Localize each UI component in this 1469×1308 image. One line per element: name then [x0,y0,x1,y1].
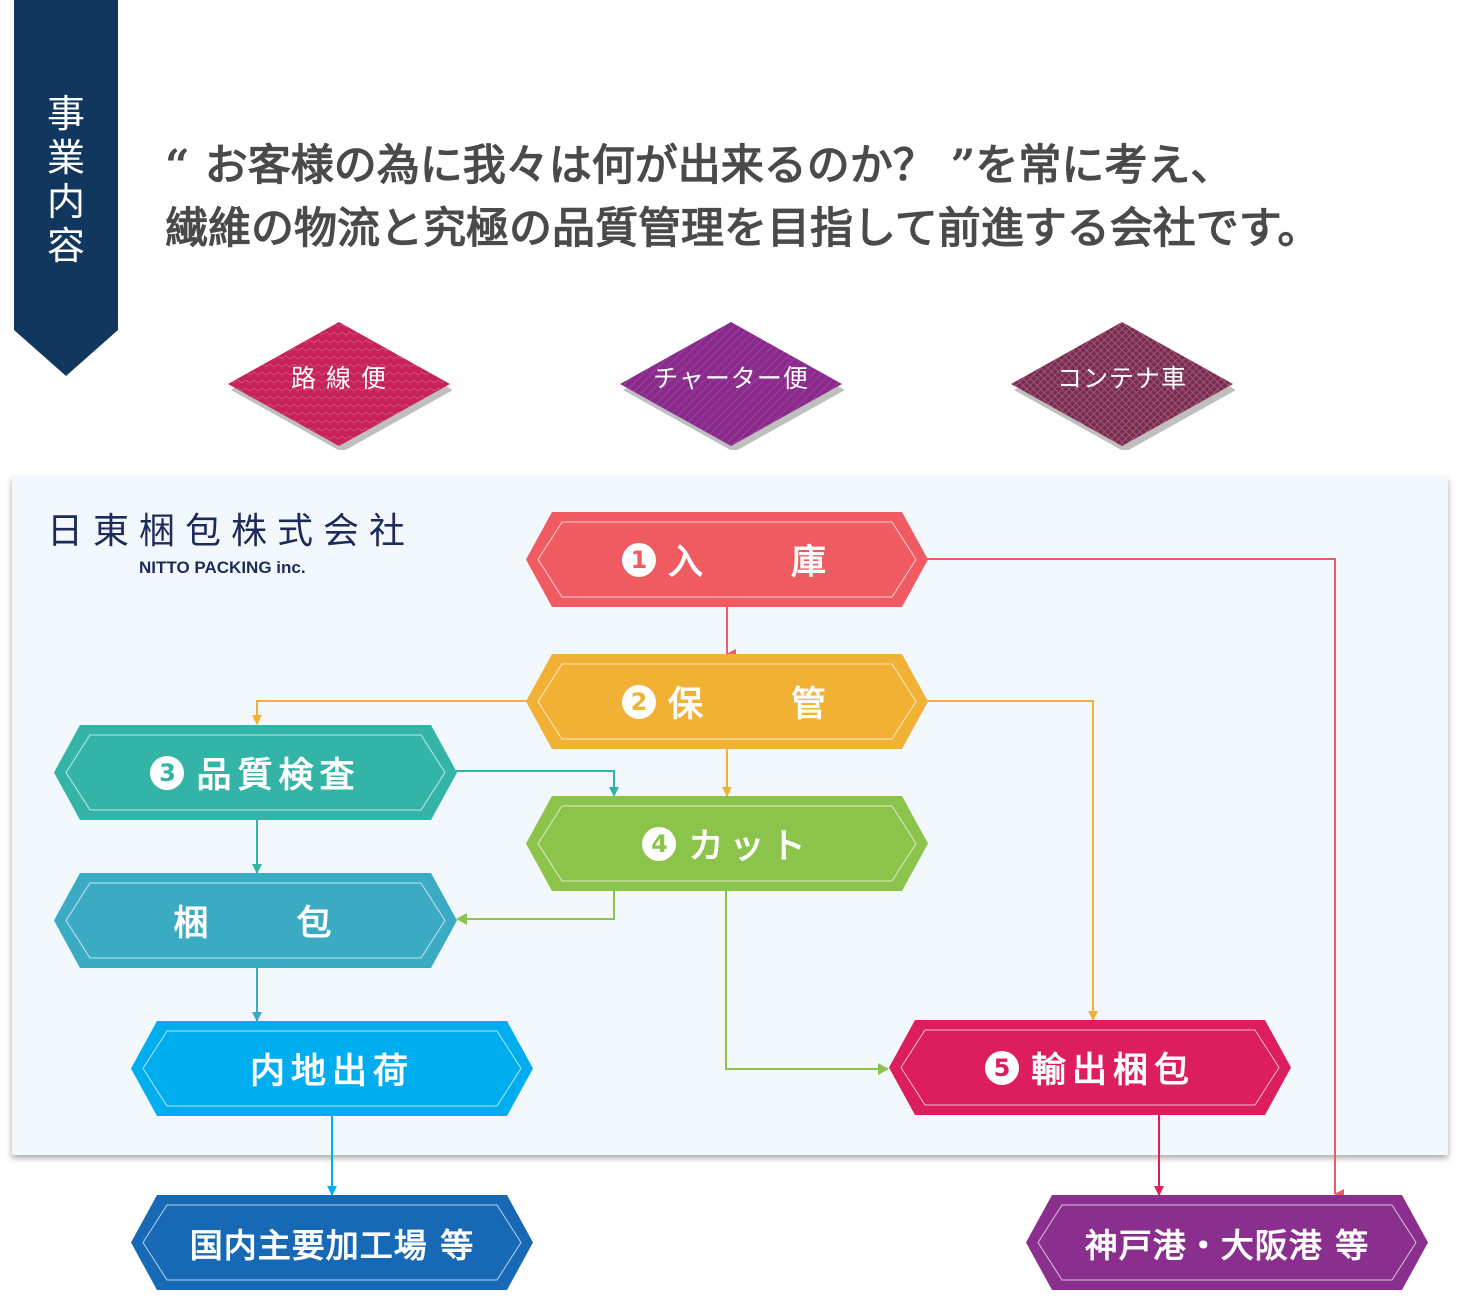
transport-route-delivery: 路 線 便 [226,322,452,450]
node-content: 神戸港・大阪港 等 [1085,1219,1370,1267]
section-ribbon: 事業内容 [14,0,118,376]
node-content: 5 輸出梱包 [984,1042,1195,1093]
arrow-receiving-to-ports [926,558,1344,1199]
headline-line-1: “ お客様の為に我々は何が出来るのか？ ”を常に考え、 [165,141,1234,191]
node-content: 2 保 管 [621,676,832,727]
node-content: 国内主要加工場 等 [190,1219,475,1267]
destination-ports: 神戸港・大阪港 等 [1026,1195,1428,1290]
headline-line-2: 繊維の物流と究極の品質管理を目指して前進する会社です。 [165,204,1321,254]
hexagon-shape [1026,1195,1428,1290]
arrow-inspection-to-cutting [456,770,619,797]
step-number-badge: 5 [984,1050,1019,1085]
section-title: 事業内容 [14,92,118,268]
hexagon-shape [54,725,457,820]
step-export-packing: 5 輸出梱包 [889,1020,1291,1115]
node-content: 内地出荷 [250,1043,414,1094]
step-inspection: 3 品質検査 [54,725,457,820]
transport-charter: チャーター便 [618,322,844,450]
node-content: 1 入 庫 [621,534,832,585]
node-label: 保 管 [667,685,832,725]
arrowhead-cutting-to-export [878,1063,889,1075]
company-name-en: NITTO PACKING inc. [139,558,306,577]
arrow-storage-to-inspection [252,700,528,725]
step-number-badge: 1 [621,542,656,577]
arrow-storage-to-export [926,700,1098,1021]
hexagon-shape [526,796,928,891]
section-title-char: 業 [46,136,85,180]
node-label: カット [688,827,812,867]
step-cutting: 4 カット [526,796,928,891]
section-title-char: 事 [46,92,85,136]
step-number-badge: 3 [150,755,185,790]
transport-container: コンテナ車 [1009,322,1235,450]
node-label: 内地出荷 [249,1052,414,1092]
ribbon-shape [14,0,118,376]
step-domestic-shipping: 内地出荷 [131,1021,533,1116]
node-label: 国内主要加工場 等 [189,1225,475,1265]
node-label: 梱 包 [173,904,338,944]
step-number-badge: 2 [621,684,656,719]
node-label: 輸出梱包 [1030,1051,1195,1091]
company-name-jp: 日東梱包株式会社 [47,511,416,552]
arrowhead-cutting-to-packing [456,913,467,925]
section-title-char: 容 [46,224,85,268]
headline: “ お客様の為に我々は何が出来るのか？ ”を常に考え、 繊維の物流と究極の品質管… [165,135,1455,261]
hexagon-shape [889,1020,1291,1115]
transport-label: コンテナ車 [1056,364,1187,393]
arrow-cutting-to-packing [458,890,615,920]
node-label: 入 庫 [667,543,832,583]
node-label: 神戸港・大阪港 等 [1084,1225,1370,1265]
hexagon-shape [526,654,928,749]
hexagon-shape [526,512,928,607]
hexagon-shape [131,1021,533,1116]
node-label: 品質検査 [196,756,361,796]
company-logo: 日東梱包株式会社 NITTO PACKING inc. [47,510,427,578]
arrow-cutting-to-export [725,890,888,1070]
transport-label: 路 線 便 [291,364,387,393]
step-packing: 梱 包 [54,873,457,968]
step-number-badge: 4 [642,826,677,861]
step-receiving: 1 入 庫 [526,512,928,607]
hexagon-shape [54,873,457,968]
hexagon-shape [131,1195,533,1290]
node-content: 梱 包 [173,895,337,946]
destination-domestic-plants: 国内主要加工場 等 [131,1195,533,1290]
section-title-char: 内 [46,180,85,224]
step-storage: 2 保 管 [526,654,928,749]
node-content: 4 カット [642,818,811,869]
transport-label: チャーター便 [653,364,809,393]
node-content: 3 品質検査 [150,747,360,798]
